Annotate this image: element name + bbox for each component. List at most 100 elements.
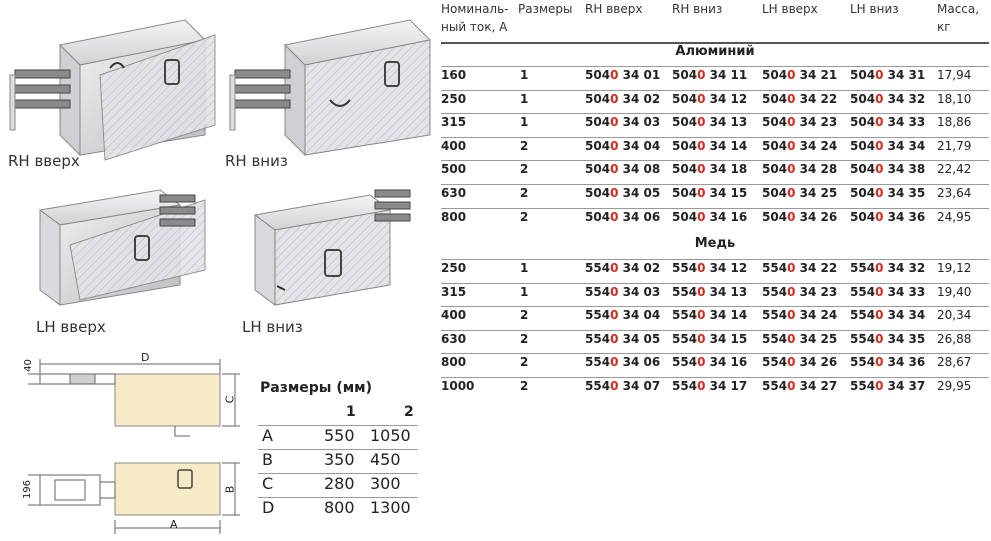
- order-code-prefix: 5540: [672, 308, 706, 323]
- cell-size: 1: [520, 261, 529, 275]
- order-code-suffix: 34 02: [618, 91, 661, 106]
- order-code-prefix: 5040: [762, 186, 796, 200]
- cell-size: 2: [520, 331, 529, 346]
- cell-current: 800: [441, 209, 467, 224]
- order-code-prefix: 5540: [585, 261, 619, 275]
- order-code-prefix: 5040: [850, 115, 884, 130]
- cell-size: 2: [520, 138, 529, 153]
- order-code-highlight: 0: [610, 379, 619, 393]
- cell-order-code: 5540 34 22: [762, 261, 837, 275]
- lh-up-caption: LH вверх: [36, 318, 106, 336]
- order-code-prefix: 5540: [850, 379, 884, 393]
- order-code-highlight: 0: [697, 162, 706, 177]
- cell-mass: 29,95: [937, 379, 972, 393]
- order-code-highlight: 0: [697, 284, 706, 299]
- dim-label-d: D: [141, 351, 150, 364]
- cell-size: 2: [520, 308, 529, 323]
- order-code-suffix: 34 17: [705, 379, 748, 393]
- order-code-suffix: 34 13: [705, 284, 748, 299]
- order-code-prefix: 5540: [585, 308, 619, 323]
- order-code-suffix: 34 35: [883, 186, 926, 200]
- order-code-prefix: 5040: [762, 209, 796, 224]
- order-code-highlight: 0: [697, 68, 706, 82]
- cell-current: 400: [441, 138, 467, 153]
- order-code-highlight: 0: [610, 115, 619, 130]
- dims-row-divider: [258, 473, 418, 474]
- order-code-highlight: 0: [875, 284, 884, 299]
- cell-order-code: 5540 34 06: [585, 355, 660, 369]
- product-illustrations: [9, 19, 432, 306]
- cell-order-code: 5540 34 15: [672, 332, 747, 346]
- order-code-highlight: 0: [697, 209, 706, 224]
- order-code-suffix: 34 03: [618, 284, 661, 299]
- row-divider: [441, 207, 989, 209]
- cell-order-code: 5040 34 12: [672, 92, 747, 106]
- cell-mass: 26,88: [937, 331, 972, 346]
- order-code-suffix: 34 22: [795, 91, 838, 106]
- hdr-rh-up: RH вверх: [585, 2, 643, 16]
- order-code-highlight: 0: [610, 331, 619, 346]
- cell-order-code: 5540 34 36: [850, 355, 925, 369]
- order-code-highlight: 0: [875, 379, 884, 393]
- cell-order-code: 5040 34 21: [762, 68, 837, 82]
- cell-order-code: 5040 34 24: [762, 139, 837, 153]
- dims-cell-v2: 450: [370, 450, 401, 469]
- cell-order-code: 5040 34 03: [585, 115, 660, 129]
- order-code-suffix: 34 34: [883, 308, 926, 323]
- dimensions-table-title: Размеры (мм): [260, 380, 373, 396]
- order-code-suffix: 34 38: [883, 162, 926, 177]
- cell-order-code: 5040 34 33: [850, 115, 925, 129]
- order-code-prefix: 5040: [672, 115, 706, 130]
- cell-order-code: 5040 34 13: [672, 115, 747, 129]
- order-code-prefix: 5540: [762, 355, 796, 370]
- order-code-prefix: 5540: [850, 331, 884, 346]
- section-aluminum: Алюминий: [675, 44, 755, 59]
- cell-size: 1: [520, 68, 529, 82]
- order-code-suffix: 34 35: [883, 331, 926, 346]
- order-code-prefix: 5040: [762, 91, 796, 106]
- cell-order-code: 5040 34 06: [585, 210, 660, 224]
- lh-down-unit-image: [253, 189, 411, 306]
- lh-down-caption: LH вниз: [242, 318, 303, 336]
- order-code-prefix: 5040: [850, 162, 884, 177]
- rh-up-caption: RH вверх: [8, 152, 80, 170]
- order-code-highlight: 0: [610, 91, 619, 106]
- cell-size: 2: [520, 162, 529, 177]
- cell-order-code: 5540 34 02: [585, 261, 660, 275]
- order-code-highlight: 0: [875, 186, 884, 200]
- cell-order-code: 5540 34 12: [672, 261, 747, 275]
- order-code-prefix: 5040: [850, 91, 884, 106]
- order-code-suffix: 34 06: [618, 355, 661, 370]
- order-code-highlight: 0: [697, 91, 706, 106]
- cell-order-code: 5040 34 16: [672, 210, 747, 224]
- cell-order-code: 5040 34 23: [762, 115, 837, 129]
- order-code-suffix: 34 33: [883, 284, 926, 299]
- order-code-highlight: 0: [787, 68, 796, 82]
- cell-mass: 21,79: [937, 138, 972, 153]
- order-code-suffix: 34 12: [705, 91, 748, 106]
- order-code-highlight: 0: [697, 331, 706, 346]
- order-code-highlight: 0: [875, 91, 884, 106]
- dim-label-196: 196: [22, 479, 34, 500]
- order-code-prefix: 5040: [762, 68, 796, 82]
- order-code-prefix: 5040: [585, 91, 619, 106]
- order-code-highlight: 0: [875, 115, 884, 130]
- order-code-highlight: 0: [787, 138, 796, 153]
- order-code-prefix: 5540: [672, 261, 706, 275]
- order-code-prefix: 5540: [585, 331, 619, 346]
- rh-down-unit-image: [229, 19, 432, 157]
- order-code-suffix: 34 01: [618, 68, 661, 82]
- order-code-suffix: 34 11: [705, 68, 748, 82]
- order-code-highlight: 0: [875, 138, 884, 153]
- order-code-suffix: 34 27: [795, 379, 838, 393]
- order-code-suffix: 34 02: [618, 261, 661, 275]
- order-code-highlight: 0: [787, 331, 796, 346]
- order-code-prefix: 5040: [850, 209, 884, 224]
- order-code-prefix: 5540: [672, 331, 706, 346]
- dims-row-divider: [258, 449, 418, 450]
- order-code-prefix: 5040: [850, 68, 884, 82]
- order-code-highlight: 0: [787, 162, 796, 177]
- cell-mass: 28,67: [937, 355, 972, 370]
- order-code-highlight: 0: [787, 261, 796, 275]
- order-code-suffix: 34 21: [795, 68, 838, 82]
